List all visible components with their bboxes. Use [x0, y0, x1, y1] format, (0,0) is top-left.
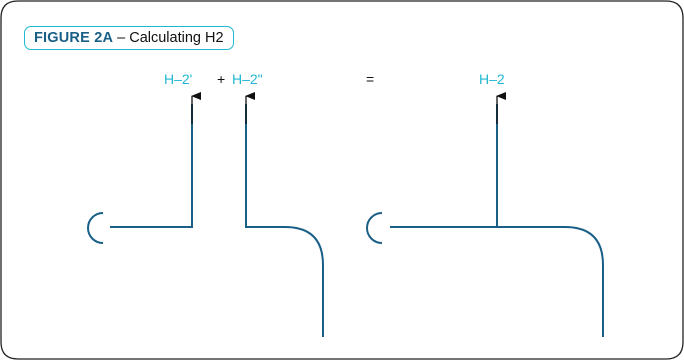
term-h2-prime: H–2': [164, 71, 192, 87]
figure-label: FIGURE 2A: [34, 30, 114, 46]
diagram-h2-prime: [87, 92, 201, 244]
figure-title-tab: FIGURE 2A – Calculating H2: [24, 26, 234, 50]
term-h2-result: H–2: [479, 71, 505, 87]
title-separator: –: [117, 30, 126, 46]
ring-left-1: [87, 212, 104, 244]
figure-title: Calculating H2: [129, 30, 224, 46]
diagram-h2-double-prime: [245, 92, 324, 337]
diagram-h2-result: [366, 92, 604, 337]
bond-h2-result: [390, 226, 604, 337]
bond-h2-prime: [110, 104, 193, 228]
equals-sign: =: [366, 71, 374, 87]
ring-right: [366, 212, 383, 244]
term-h2-double-prime: H–2": [232, 71, 263, 87]
plus-sign: +: [217, 71, 225, 87]
bond-h2-double-prime: [245, 104, 324, 337]
